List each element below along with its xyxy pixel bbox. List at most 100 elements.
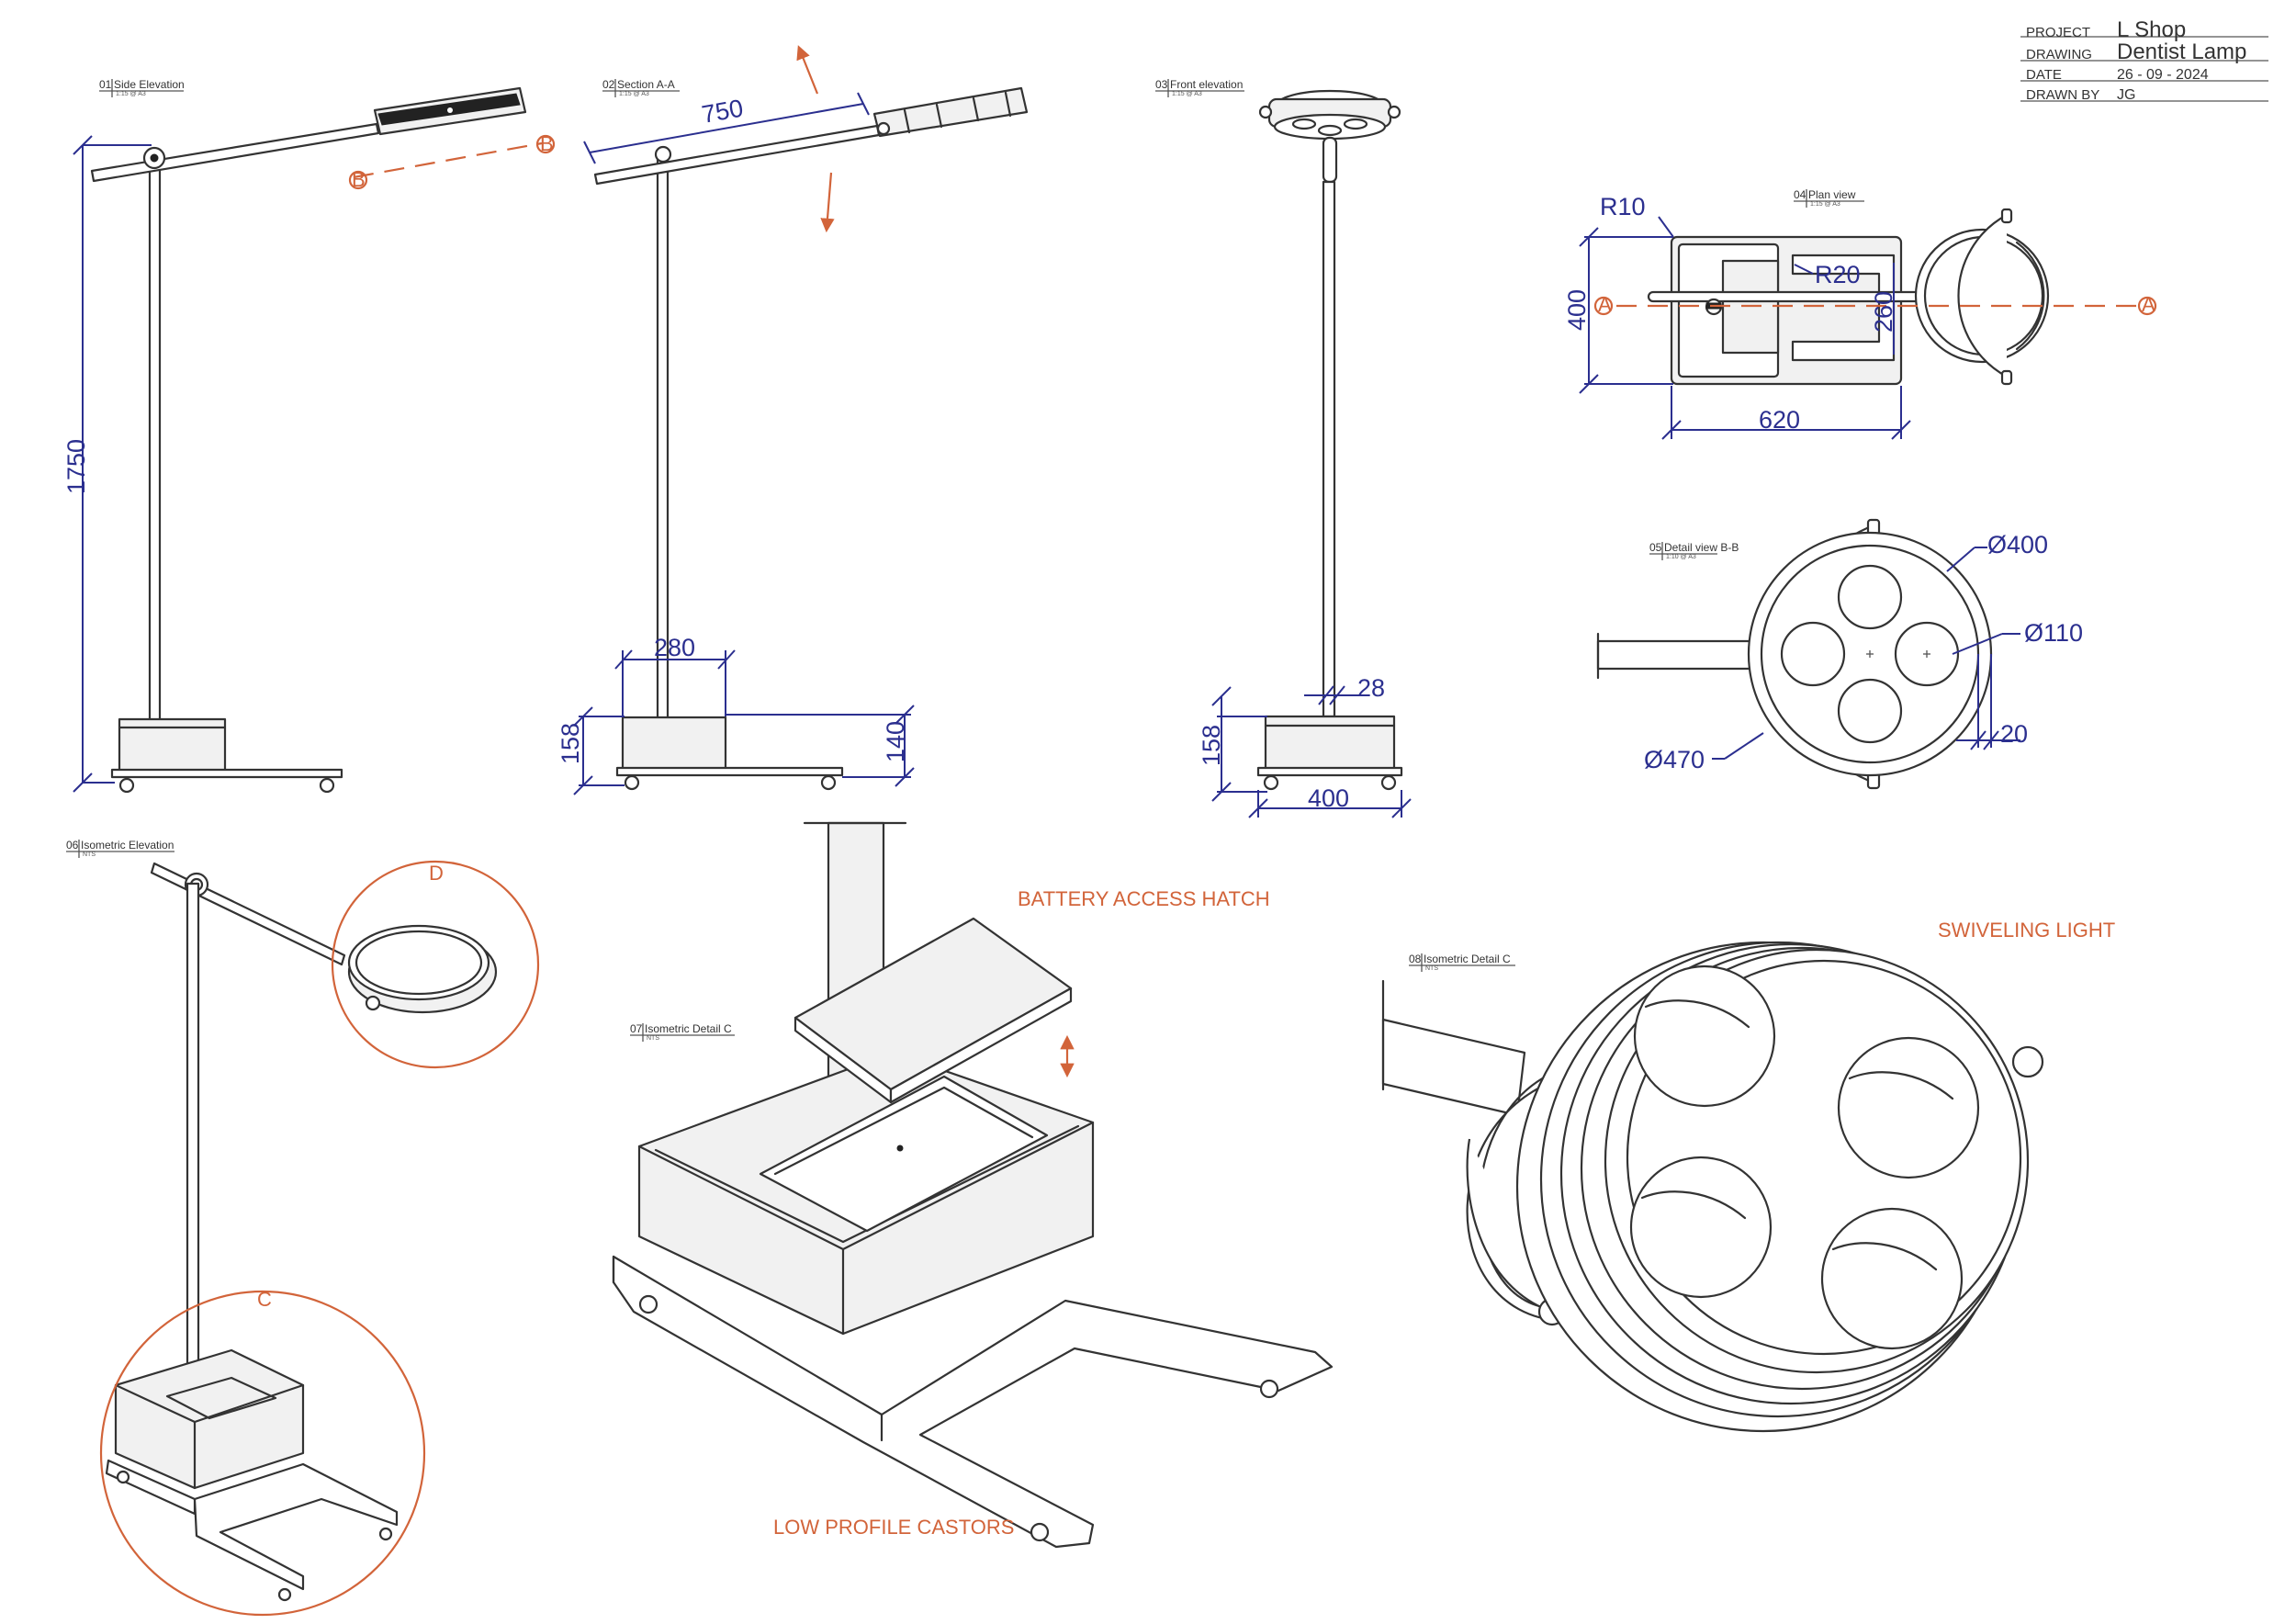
- annotation-low-profile-castors: LOW PROFILE CASTORS: [773, 1516, 1014, 1539]
- view-04-label: 04 Plan view 1:15 @ A3: [1794, 188, 1864, 208]
- section-a-label: A: [2142, 293, 2155, 316]
- detail-arm: [1596, 639, 1758, 671]
- section-b-marker: [348, 170, 368, 190]
- view-04-scale: 1:15 @ A3: [1810, 201, 1840, 208]
- dim-r20: R20: [1815, 261, 1861, 288]
- iso-base-frame: [193, 1462, 399, 1591]
- castor-wheel: [638, 1294, 658, 1314]
- view-06-title: Isometric Elevation: [81, 839, 174, 851]
- view-isometric-detail-base: 07 Isometric Detail C NTS BATTERY ACCESS: [612, 821, 1334, 1549]
- dim-plan-depth: 400: [1563, 289, 1591, 331]
- castor-wheel: [820, 774, 837, 791]
- view-03-scale: 1:15 @ A3: [1172, 91, 1202, 97]
- dim-front-base-height: 158: [1198, 725, 1225, 766]
- view-front-elevation: 03 Front elevation 1:15 @ A3 28: [1155, 78, 1412, 818]
- dim-height: 1750: [62, 439, 90, 494]
- view-05-number: 05: [1649, 541, 1662, 554]
- dim-base-height: 158: [557, 723, 584, 764]
- dim-plan-inner: 260: [1870, 291, 1897, 333]
- dim-plan-length: 620: [1759, 406, 1800, 434]
- date-value: 26 - 09 - 2024: [2117, 67, 2209, 83]
- iso-pole: [186, 882, 200, 1377]
- view-07-number: 07: [630, 1022, 643, 1035]
- view-08-label: 08 Isometric Detail C NTS: [1409, 953, 1515, 972]
- castor-wheel: [1263, 774, 1279, 791]
- view-03-number: 03: [1155, 78, 1168, 91]
- drawing-value: Dentist Lamp: [2117, 39, 2246, 64]
- view-isometric-detail-lamp: 08 Isometric Detail C NTS: [1381, 919, 2115, 1433]
- view-08-title: Isometric Detail C: [1424, 953, 1511, 965]
- view-05-title: Detail view B-B: [1664, 541, 1739, 554]
- view-08-number: 08: [1409, 953, 1422, 965]
- drawn-by-value: JG: [2117, 87, 2135, 103]
- lamp-pole: [1322, 180, 1336, 718]
- view-04-number: 04: [1794, 188, 1806, 201]
- section-b-label: B: [540, 132, 554, 155]
- annotation-swiveling-light: SWIVELING LIGHT: [1938, 919, 2115, 942]
- section-a-label: A: [1598, 293, 1612, 316]
- annotation-battery-hatch: BATTERY ACCESS HATCH: [1018, 887, 1270, 910]
- view-04-title: Plan view: [1808, 188, 1856, 201]
- lamp-arm: [90, 122, 380, 183]
- section-b-marker: [535, 134, 556, 154]
- view-06-scale: NTS: [83, 851, 96, 858]
- castor-wheel: [118, 777, 135, 794]
- view-06-label: 06 Isometric Elevation NTS: [66, 839, 174, 858]
- view-01-label: 01 Side Elevation 1:15 @ A3: [99, 78, 185, 97]
- lens-2: [1780, 621, 1846, 687]
- view-isometric-elevation: 06 Isometric Elevation NTS D C: [66, 839, 540, 1617]
- date-label: DATE: [2026, 67, 2062, 83]
- view-08-scale: NTS: [1425, 965, 1438, 972]
- dim-d400: Ø400: [1987, 531, 2048, 558]
- dim-box-height: 140: [882, 721, 909, 762]
- section-b-label: B: [352, 168, 366, 191]
- base-plate: [615, 766, 844, 777]
- dim-line: [589, 103, 864, 153]
- dim-pole-diameter: 28: [1357, 674, 1385, 702]
- dim-d110: Ø110: [2024, 619, 2083, 647]
- detail-c-circle: [99, 1290, 426, 1617]
- arm-pivot: [654, 145, 672, 164]
- view-03-title: Front elevation: [1170, 78, 1243, 91]
- view-side-elevation: 01 Side Elevation 1:15 @ A3 B B: [62, 78, 556, 794]
- view-section-a-a: 02 Section A-A 1:15 @ A3 750: [557, 45, 1029, 795]
- dim-r10: R10: [1600, 193, 1646, 220]
- lamp-pole: [148, 154, 162, 727]
- rotate-up-arrow: [796, 45, 819, 95]
- detail-d-label: D: [429, 862, 444, 885]
- project-value: L Shop: [2117, 17, 2186, 42]
- view-detail-b-b: 05 Detail view B-B 1:10 @ A3 Ø400 Ø110 Ø…: [1596, 518, 2083, 790]
- view-07-title: Isometric Detail C: [645, 1022, 732, 1035]
- base-box: [621, 716, 727, 771]
- view-01-scale: 1:15 @ A3: [116, 91, 146, 97]
- castor-wheel: [1259, 1379, 1279, 1399]
- view-01-number: 01: [99, 78, 112, 91]
- iso-lens-1: [1633, 964, 1776, 1108]
- iso-lens-3: [1629, 1156, 1773, 1299]
- view-05-scale: 1:10 @ A3: [1666, 554, 1696, 560]
- castor-wheel: [1380, 774, 1397, 791]
- castor-wheel: [624, 774, 640, 791]
- iso-lens-4: [1820, 1207, 1964, 1350]
- view-07-scale: NTS: [647, 1035, 659, 1042]
- iso-lens-2: [1837, 1036, 1980, 1179]
- base-plate: [110, 768, 343, 779]
- section-a-marker: [2137, 296, 2157, 316]
- dim-front-base-width: 400: [1308, 784, 1349, 812]
- detail-c-label: C: [257, 1288, 272, 1311]
- lens-1: [1837, 564, 1903, 630]
- castor-wheel: [1030, 1522, 1050, 1542]
- view-02-label: 02 Section A-A 1:15 @ A3: [602, 78, 680, 97]
- title-block: PROJECT L Shop DRAWING Dentist Lamp DATE…: [2020, 17, 2268, 103]
- view-plan: 04 Plan view 1:15 @ A3 A A R10 R20: [1563, 188, 2157, 440]
- base-plate: [1256, 766, 1403, 777]
- project-label: PROJECT: [2026, 25, 2090, 40]
- view-02-scale: 1:15 @ A3: [619, 91, 649, 97]
- rotate-down-arrow: [820, 172, 835, 233]
- base-box: [1264, 715, 1396, 772]
- view-02-number: 02: [602, 78, 615, 91]
- view-02-title: Section A-A: [617, 78, 675, 91]
- castor-wheel: [319, 777, 335, 794]
- dim-thickness-20: 20: [2000, 720, 2028, 748]
